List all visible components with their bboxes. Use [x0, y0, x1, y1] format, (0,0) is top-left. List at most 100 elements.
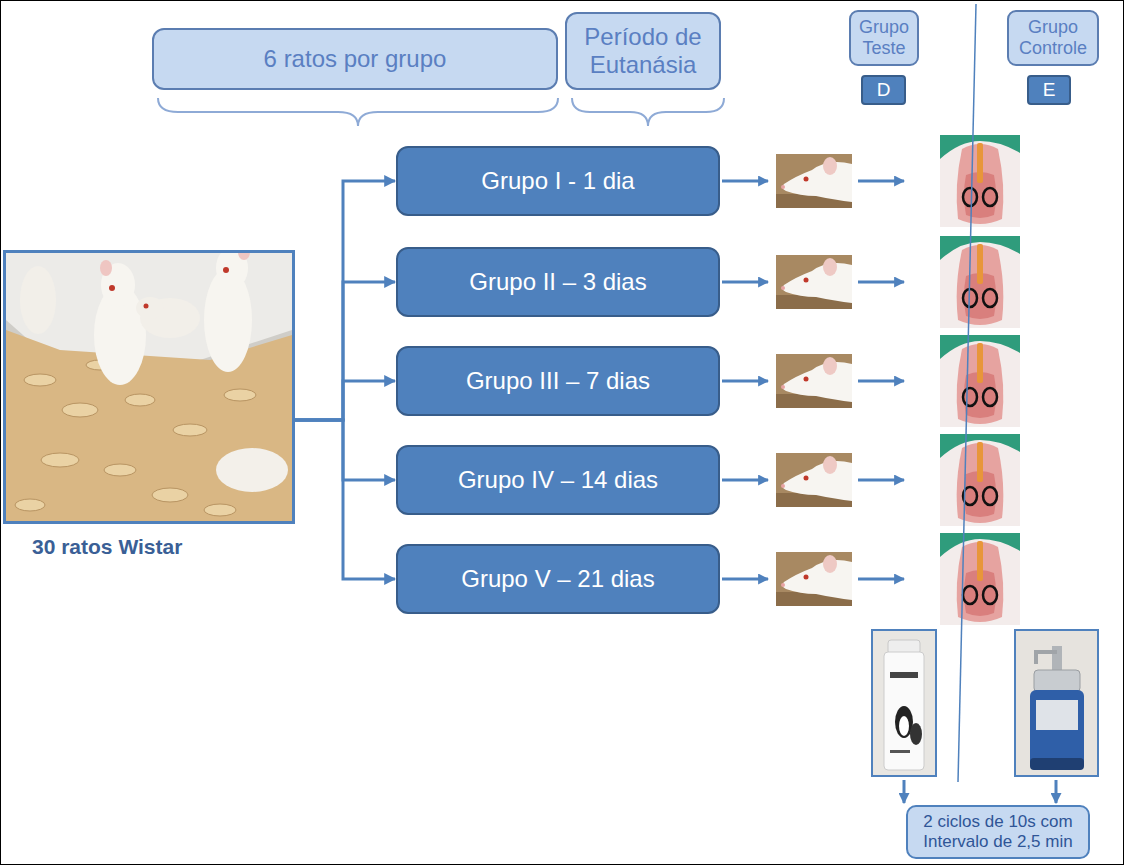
node-text: E	[1043, 79, 1056, 101]
nitrogen-device-photo	[1015, 630, 1098, 776]
rat-cage-photo	[216, 448, 288, 492]
palate-photo	[940, 135, 1020, 227]
flow-arrow	[858, 180, 904, 183]
flow-arrow	[858, 479, 904, 482]
flow-arrow	[858, 380, 904, 383]
header-box: Grupo Controle	[1007, 10, 1099, 66]
rat-cage-photo	[41, 453, 79, 467]
flow-arrow	[722, 281, 768, 284]
flow-arrow	[722, 380, 768, 383]
nitrogen-device-photo	[1030, 758, 1084, 770]
node-text: Grupo III – 7 dias	[466, 367, 650, 395]
palate-photo	[940, 135, 1020, 625]
curly-brace	[158, 98, 724, 126]
rat-head-photo	[776, 552, 852, 606]
process-box: Grupo II – 3 dias	[396, 247, 720, 317]
spray-bottle-photo	[910, 723, 922, 745]
nitrogen-device-photo	[1030, 690, 1084, 770]
curly-brace	[158, 98, 558, 126]
rat-cage-photo	[100, 260, 112, 276]
process-box: Grupo IV – 14 dias	[396, 445, 720, 515]
connector-arrow	[295, 420, 395, 579]
spray-bottle-photo	[872, 630, 936, 776]
nitrogen-device-photo	[1036, 652, 1057, 664]
node-text: Grupo I - 1 dia	[481, 167, 634, 195]
rat-cage-photo	[136, 297, 164, 319]
node-text: Período de Eutanásia	[575, 23, 711, 78]
flow-arrow	[722, 181, 1056, 803]
nitrogen-device-photo	[1034, 670, 1080, 692]
process-box: Grupo I - 1 dia	[396, 146, 720, 216]
rat-cage-photo	[144, 304, 149, 309]
photo-frame: 30 ratos Wistar	[3, 250, 295, 524]
rat-cage-photo	[20, 266, 56, 334]
divider-line	[958, 4, 976, 782]
process-box: Grupo III – 7 dias	[396, 346, 720, 416]
rat-cage-photo	[238, 253, 250, 260]
rat-cage-photo	[62, 403, 98, 417]
side-tag: D	[861, 75, 906, 105]
connector-arrow	[295, 420, 395, 480]
node-text: D	[877, 79, 891, 101]
connector-arrow	[295, 181, 395, 420]
flow-arrow	[858, 281, 904, 284]
flow-arrow	[858, 578, 904, 581]
rat-cage-photo	[15, 499, 45, 511]
header-box: 6 ratos por grupo	[152, 28, 558, 90]
spray-bottle-photo	[872, 630, 936, 776]
nitrogen-device-photo	[1015, 630, 1098, 776]
side-tag: E	[1027, 75, 1071, 105]
flow-arrow	[722, 578, 768, 581]
rat-cage-photo	[125, 394, 155, 406]
note-box: 2 ciclos de 10s com Intervalo de 2,5 min	[906, 805, 1090, 859]
connector-arrow	[295, 381, 395, 420]
process-box: Grupo V – 21 dias	[396, 544, 720, 614]
curly-brace	[572, 98, 724, 126]
flow-arrow	[903, 780, 906, 803]
connector-arrow	[295, 282, 395, 420]
nitrogen-device-photo	[1036, 700, 1078, 730]
rat-cage-photo	[224, 389, 256, 401]
rat-cage-photo	[173, 424, 207, 436]
rat-head-photo	[776, 255, 852, 309]
rat-cage-photo	[152, 488, 188, 502]
rat-head-photo	[776, 354, 852, 408]
rat-head-photo	[776, 154, 852, 606]
flow-arrow	[722, 479, 768, 482]
node-text: Grupo Controle	[1013, 17, 1093, 58]
node-text: Grupo IV – 14 dias	[458, 466, 658, 494]
palate-photo	[940, 434, 1020, 526]
node-text: Grupo II – 3 dias	[469, 268, 646, 296]
flow-arrow	[722, 180, 768, 183]
node-text: 2 ciclos de 10s com Intervalo de 2,5 min	[914, 812, 1082, 851]
nitrogen-device-photo	[1052, 646, 1062, 672]
palate-photo	[940, 335, 1020, 427]
rat-cage-photo	[223, 267, 229, 273]
spray-bottle-photo	[890, 672, 918, 678]
rat-cage-photo	[109, 285, 115, 291]
rat-head-photo	[776, 154, 852, 208]
rat-cage-photo	[6, 253, 292, 521]
rat-cage-photo	[104, 464, 136, 476]
spray-bottle-photo	[890, 750, 910, 753]
node-text: 30 ratos Wistar	[32, 535, 182, 559]
palate-photo	[940, 236, 1020, 328]
spray-bottle-photo	[899, 716, 909, 736]
header-box: Grupo Teste	[849, 10, 919, 66]
header-box: Período de Eutanásia	[565, 12, 721, 90]
rat-cage-photo	[204, 504, 236, 516]
node-text: 6 ratos por grupo	[264, 45, 447, 73]
rat-cage-photo	[6, 330, 292, 521]
node-text: Grupo Teste	[855, 17, 913, 58]
flow-arrow	[1055, 780, 1058, 803]
rat-head-photo	[776, 453, 852, 507]
spray-bottle-photo	[884, 652, 924, 770]
rat-cage-photo	[24, 374, 56, 386]
palate-photo	[940, 533, 1020, 625]
rat-cage-photo	[6, 253, 292, 521]
node-text: Grupo V – 21 dias	[461, 565, 654, 593]
